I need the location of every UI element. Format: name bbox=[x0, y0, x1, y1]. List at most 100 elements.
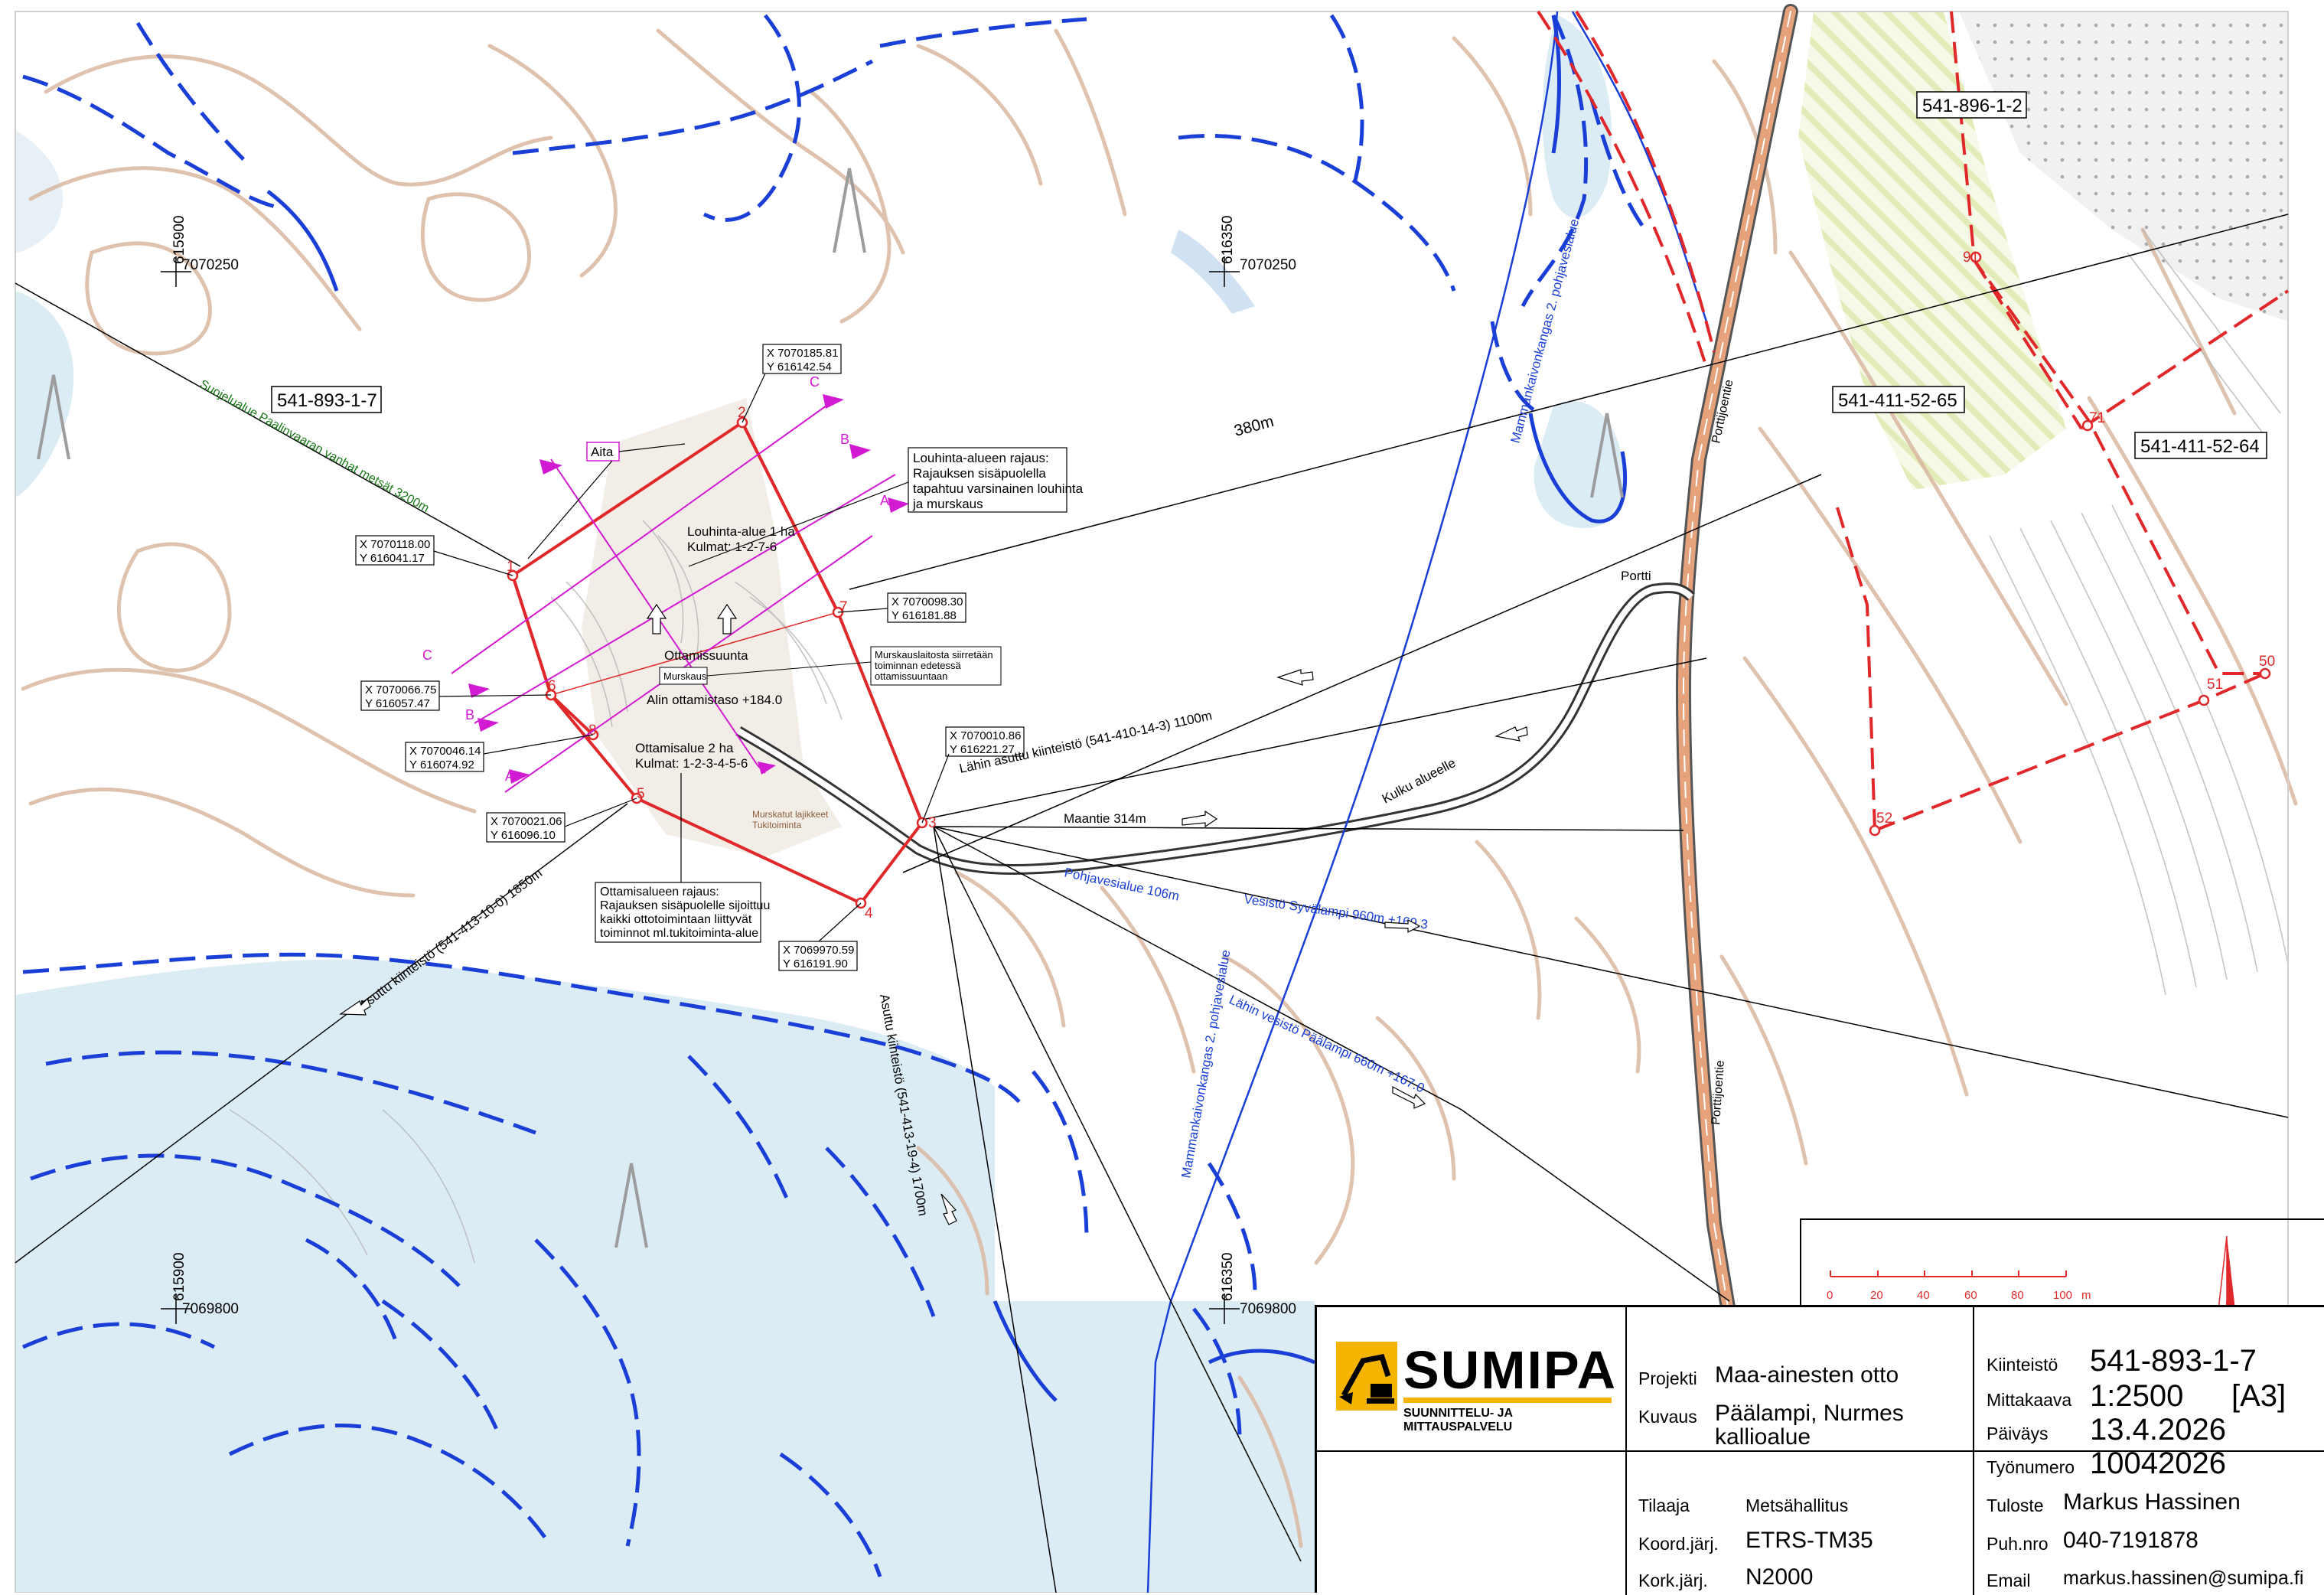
svg-text:Y 616096.10: Y 616096.10 bbox=[491, 829, 556, 842]
section-letters: A A B B C C bbox=[422, 374, 889, 784]
murskaus-label: Murskaus bbox=[659, 667, 708, 685]
kuvaus-value-1: Päälampi, Nurmes bbox=[1715, 1401, 1904, 1426]
excavator-logo-icon bbox=[1336, 1342, 1397, 1411]
svg-text:Y 616074.92: Y 616074.92 bbox=[409, 758, 474, 771]
projekti-key: Projekti bbox=[1638, 1368, 1697, 1388]
svg-text:X 7070098.30: X 7070098.30 bbox=[891, 595, 963, 608]
coordinate-leaders bbox=[433, 373, 950, 942]
corner-6: 6 bbox=[548, 678, 556, 694]
kiinteisto-value: 541-893-1-7 bbox=[2090, 1344, 2257, 1378]
svg-text:X 7070066.75: X 7070066.75 bbox=[365, 683, 436, 696]
svg-text:X 7069970.59: X 7069970.59 bbox=[783, 944, 854, 957]
svg-text:ottamissuuntaan: ottamissuuntaan bbox=[875, 670, 947, 682]
property-label-main: 541-893-1-7 bbox=[277, 390, 377, 411]
corner-5: 5 bbox=[637, 786, 645, 802]
point-91: 91 bbox=[1963, 250, 1979, 266]
property-label-north: 541-896-1-2 bbox=[1922, 96, 2022, 116]
kulku-label: Kulku alueelle bbox=[1380, 755, 1458, 806]
alin-ottamistaso: Alin ottamistaso +184.0 bbox=[647, 693, 782, 707]
road-name-bottom: Porttijoentie bbox=[1710, 1060, 1727, 1126]
boundary-point-labels: 91 71 50 51 52 bbox=[1876, 250, 2275, 827]
puh-key: Puh.nro bbox=[1987, 1534, 2049, 1554]
kiinteisto-key: Kiinteistö bbox=[1987, 1355, 2058, 1375]
svg-text:0: 0 bbox=[1827, 1289, 1833, 1302]
svg-text:X 7070010.86: X 7070010.86 bbox=[950, 729, 1021, 742]
water-areas bbox=[15, 15, 1625, 1593]
svg-text:toiminnan edetessä: toiminnan edetessä bbox=[875, 660, 962, 671]
stream-lines bbox=[21, 14, 1648, 1577]
tuloste-key: Tuloste bbox=[1987, 1496, 2044, 1515]
svg-text:Kulmat: 1-2-3-4-5-6: Kulmat: 1-2-3-4-5-6 bbox=[635, 756, 748, 771]
svg-text:60: 60 bbox=[1964, 1289, 1977, 1302]
louhinta-note: Louhinta-alueen rajaus: Rajauksen sisäpu… bbox=[688, 447, 1084, 567]
svg-text:Rajauksen sisäpuolelle sijoitt: Rajauksen sisäpuolelle sijoittuu bbox=[600, 899, 770, 912]
tilaaja-key: Tilaaja bbox=[1638, 1496, 1690, 1515]
grid-x-top-right: 7070250 bbox=[1240, 257, 1296, 273]
louhinta-area-label: Louhinta-alue 1 ha Kulmat: 1-2-7-6 bbox=[687, 524, 795, 554]
paivays-key: Päiväys bbox=[1987, 1424, 2049, 1443]
rock-symbols bbox=[37, 168, 1624, 1248]
svg-text:40: 40 bbox=[1917, 1289, 1930, 1302]
svg-text:B: B bbox=[840, 432, 849, 447]
corner-2: 2 bbox=[738, 405, 746, 421]
svg-text:Ottamisalue 2 ha: Ottamisalue 2 ha bbox=[635, 741, 734, 755]
email-value[interactable]: markus.hassinen@sumipa.fi bbox=[2063, 1567, 2304, 1589]
svg-text:Kulmat: 1-2-7-6: Kulmat: 1-2-7-6 bbox=[687, 540, 777, 554]
scale-bar-labels: 0 20 40 60 80 100 m bbox=[1827, 1289, 2091, 1302]
svg-text:100: 100 bbox=[2053, 1289, 2072, 1302]
svg-text:X 7070021.06: X 7070021.06 bbox=[491, 815, 562, 828]
aita-label: Aita bbox=[527, 442, 686, 559]
email-key: Email bbox=[1987, 1571, 2031, 1590]
svg-text:80: 80 bbox=[2011, 1289, 2024, 1302]
svg-text:Y 616041.17: Y 616041.17 bbox=[360, 552, 425, 565]
svg-text:Ottamisalueen rajaus:: Ottamisalueen rajaus: bbox=[600, 886, 719, 899]
svg-text:Rajauksen sisäpuolella: Rajauksen sisäpuolella bbox=[913, 466, 1046, 481]
tuloste-value: Markus Hassinen bbox=[2063, 1489, 2241, 1515]
corner-3: 3 bbox=[928, 815, 937, 831]
ottamisalue-label: Ottamisalue 2 ha Kulmat: 1-2-3-4-5-6 bbox=[635, 741, 748, 771]
property-label-65: 541-411-52-65 bbox=[1838, 390, 1957, 411]
koord-key: Koord.järj. bbox=[1638, 1534, 1719, 1554]
projekti-value: Maa-ainesten otto bbox=[1715, 1362, 1899, 1388]
svg-text:X 7070046.14: X 7070046.14 bbox=[409, 745, 481, 758]
logo-underline bbox=[1403, 1398, 1612, 1403]
kork-key: Kork.järj. bbox=[1638, 1571, 1708, 1590]
svg-text:Louhinta-alueen rajaus:: Louhinta-alueen rajaus: bbox=[913, 451, 1049, 465]
direction-arrows bbox=[646, 603, 738, 634]
coordinate-boxes: X 7070185.81Y 616142.54 X 7070118.00Y 61… bbox=[355, 344, 1025, 971]
logo: SUMIPA SUUNNITTELU- JA MITTAUSPALVELU bbox=[1336, 1338, 1615, 1434]
grid-x-top-left: 7070250 bbox=[182, 257, 239, 273]
murskauslaitos-note: Murskauslaitosta siirretään toiminnan ed… bbox=[706, 646, 1002, 686]
svg-text:Murskatut lajikkeet: Murskatut lajikkeet bbox=[752, 809, 829, 820]
ottamisalue-note: Ottamisalueen rajaus: Rajauksen sisäpuol… bbox=[595, 773, 770, 943]
svg-text:Y 616221.27: Y 616221.27 bbox=[950, 743, 1015, 756]
paper-size: [A3] bbox=[2231, 1379, 2287, 1413]
ottamissuunta-label: Ottamissuunta bbox=[664, 648, 748, 663]
svg-text:Aita: Aita bbox=[591, 445, 614, 459]
section-flags bbox=[468, 394, 909, 784]
svg-text:Louhinta-alue 1 ha: Louhinta-alue 1 ha bbox=[687, 524, 795, 539]
svg-text:Tukitoiminta: Tukitoiminta bbox=[752, 820, 802, 830]
svg-text:A: A bbox=[505, 768, 514, 784]
mittakaava-key: Mittakaava bbox=[1987, 1390, 2072, 1410]
svg-text:tapahtuu varsinainen louhinta: tapahtuu varsinainen louhinta bbox=[913, 481, 1084, 496]
tyonumero-value: 10042026 bbox=[2090, 1447, 2226, 1480]
kork-value: N2000 bbox=[1745, 1564, 1814, 1590]
logo-text: SUMIPA bbox=[1403, 1340, 1618, 1400]
contour-lines bbox=[21, 28, 2298, 1548]
svg-text:B: B bbox=[465, 707, 474, 722]
point-71: 71 bbox=[2089, 410, 2105, 426]
grid-x-bottom-right: 7069800 bbox=[1240, 1301, 1296, 1317]
portti-label: Portti bbox=[1621, 569, 1651, 583]
point-50: 50 bbox=[2259, 654, 2275, 670]
logo-subtitle: SUUNNITTELU- JA MITTAUSPALVELU bbox=[1403, 1407, 1513, 1434]
hatched-area bbox=[1798, 11, 2288, 490]
svg-text:toiminnot ml.tukitoiminta-alue: toiminnot ml.tukitoiminta-alue bbox=[600, 927, 758, 940]
paivays-value: 13.4.2026 bbox=[2090, 1413, 2226, 1447]
svg-text:X 7070185.81: X 7070185.81 bbox=[767, 347, 838, 360]
corner-4: 4 bbox=[865, 905, 873, 921]
grid-labels: 7070250 7070250 7069800 7069800 615900 6… bbox=[171, 216, 1296, 1317]
tyonumero-key: Työnumero bbox=[1987, 1457, 2075, 1477]
access-road bbox=[735, 582, 1695, 875]
